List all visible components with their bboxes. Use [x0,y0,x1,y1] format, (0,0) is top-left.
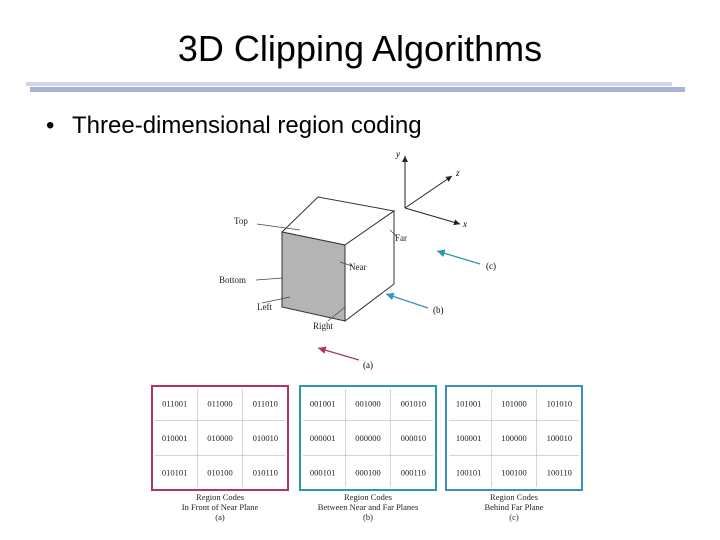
region-code-cell: 010101 [162,468,188,478]
cube-leader-lines [255,223,397,322]
region-code-cell: 001010 [401,398,427,408]
region-code-cell: 010010 [253,433,279,443]
region-code-cell: 000101 [310,468,336,478]
bullet-text: Three-dimensional region coding [72,112,422,139]
region-code-cell: 010000 [207,433,233,443]
y-axis-label: y [395,149,400,159]
panel-caption-1: Region Codes [344,492,392,502]
arrow-c [436,249,481,265]
region-code-cell: 000010 [401,433,427,443]
z-axis-line [404,175,453,209]
region-code-cell: 000001 [310,433,336,443]
region-code-cell: 000000 [355,433,381,443]
region-code-cell: 101001 [456,398,482,408]
coordinate-axes: y z x [395,149,467,229]
x-axis-label: x [462,219,467,229]
region-code-cell: 100010 [547,433,573,443]
arrow-label-a: (a) [363,360,373,370]
region-code-cell: 001001 [310,398,336,408]
region-code-cell: 000100 [355,468,381,478]
region-code-cell: 101000 [501,398,527,408]
region-code-cell: 011010 [253,398,278,408]
cube-label-bottom: Bottom [219,275,246,285]
view-arrows: (c) (b) (a) [317,249,496,370]
panel-caption-1: Region Codes [490,492,538,502]
region-code-panel: 101001 101000 101010 100001 100000 100010 1001… [445,385,583,522]
panel-caption-3: (c) [509,512,519,522]
region-code-cell: 100110 [547,468,572,478]
region-code-cell: 100100 [501,468,527,478]
region-code-panel: 001001 001000 001010 000001 000000 000010 0001… [299,385,437,522]
region-code-cell: 100001 [456,433,482,443]
cube-label-near: Near [349,262,367,272]
clipping-cube [280,196,396,323]
panel-caption-2: Behind Far Plane [484,502,543,512]
bullet-dot-icon: • [46,112,55,139]
panel-caption-1: Region Codes [196,492,244,502]
panel-caption-2: Between Near and Far Planes [318,502,419,512]
panel-border [299,385,437,491]
panel-caption-3: (a) [215,512,225,522]
arrow-label-b: (b) [433,305,444,315]
region-code-cell: 101010 [547,398,573,408]
region-code-cell: 001000 [355,398,381,408]
panel-caption-2: In Front of Near Plane [182,502,259,512]
region-code-cell: 100101 [456,468,482,478]
cube-label-top: Top [234,216,248,226]
slide-title: 3D Clipping Algorithms [177,28,543,69]
region-code-cell: 010001 [162,433,188,443]
cube-near-face [281,231,346,322]
region-code-cell: 010110 [253,468,278,478]
x-axis-line [404,207,461,226]
region-code-cell: 011000 [207,398,232,408]
region-code-cell: 000110 [401,468,426,478]
cube-label-right: Right [313,321,334,331]
region-code-cell: 100000 [501,433,527,443]
arrow-b [385,292,429,309]
arrow-a [317,346,360,361]
panel-border [151,385,289,491]
region-code-cell: 011001 [162,398,187,408]
region-code-panels: 011001 011000 011010 010001 010000 010010 0101… [151,385,583,522]
cube-label-far: Far [395,233,407,243]
arrow-label-c: (c) [486,261,496,271]
panel-caption-3: (b) [363,512,373,522]
panel-border [445,385,583,491]
region-code-cell: 010100 [207,468,233,478]
z-axis-label: z [455,168,460,178]
region-code-panel: 011001 011000 011010 010001 010000 010010 0101… [151,385,289,522]
cube-label-left: Left [257,302,272,312]
title-divider-light [26,82,672,86]
cube-labels: Top Far Near Bottom Left Right [219,216,407,331]
bullet-item: • Three-dimensional region coding [46,112,422,140]
title-divider-dark [30,87,685,92]
